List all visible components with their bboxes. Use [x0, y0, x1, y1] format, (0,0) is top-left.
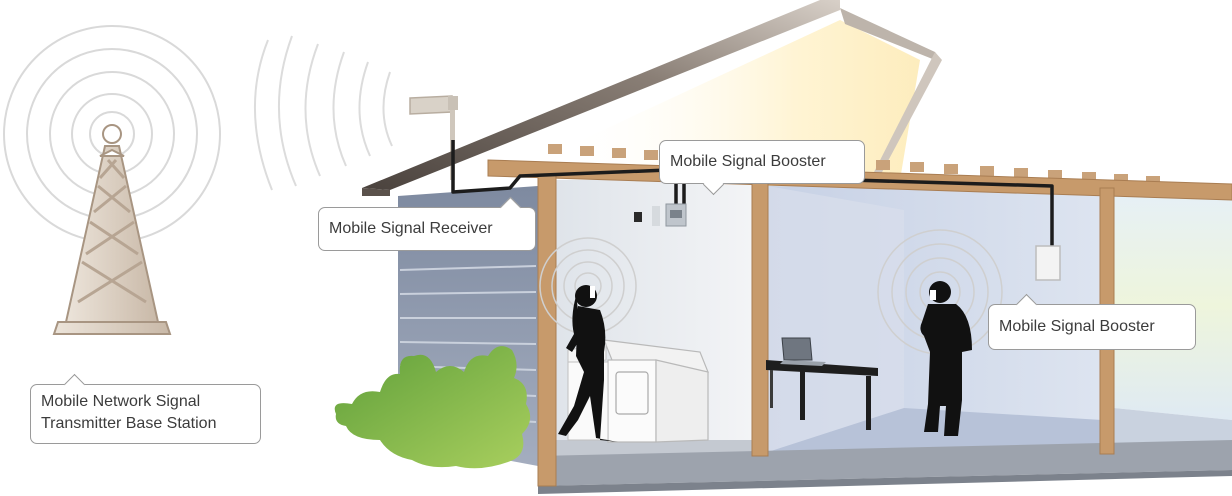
incoming-signal-arcs-icon [253, 35, 393, 191]
callout-tower-line-1: Mobile Network Signal [41, 393, 201, 410]
bush-icon [334, 346, 531, 469]
booster-unit-icon [634, 203, 687, 227]
person-on-phone-icon [558, 285, 618, 442]
callout-booster-right-label: Mobile Signal Booster [999, 318, 1155, 335]
house-roof [362, 0, 942, 196]
callout-tower: Mobile Network Signal Transmitter Base S… [30, 373, 261, 444]
laptop-icon [780, 337, 826, 366]
callout-tower-line-2: Transmitter Base Station [41, 415, 217, 432]
floor-slab [538, 440, 1232, 494]
cell-tower-icon [52, 124, 172, 335]
callout-receiver-label: Mobile Signal Receiver [329, 220, 493, 237]
indoor-antenna-icon [1035, 245, 1061, 281]
callout-booster-top-label: Mobile Signal Booster [670, 153, 826, 170]
callout-booster-top: Mobile Signal Booster [659, 140, 865, 196]
callout-booster-right: Mobile Signal Booster [988, 293, 1196, 350]
person-on-phone-icon [920, 281, 972, 436]
callout-receiver: Mobile Signal Receiver [318, 196, 536, 251]
